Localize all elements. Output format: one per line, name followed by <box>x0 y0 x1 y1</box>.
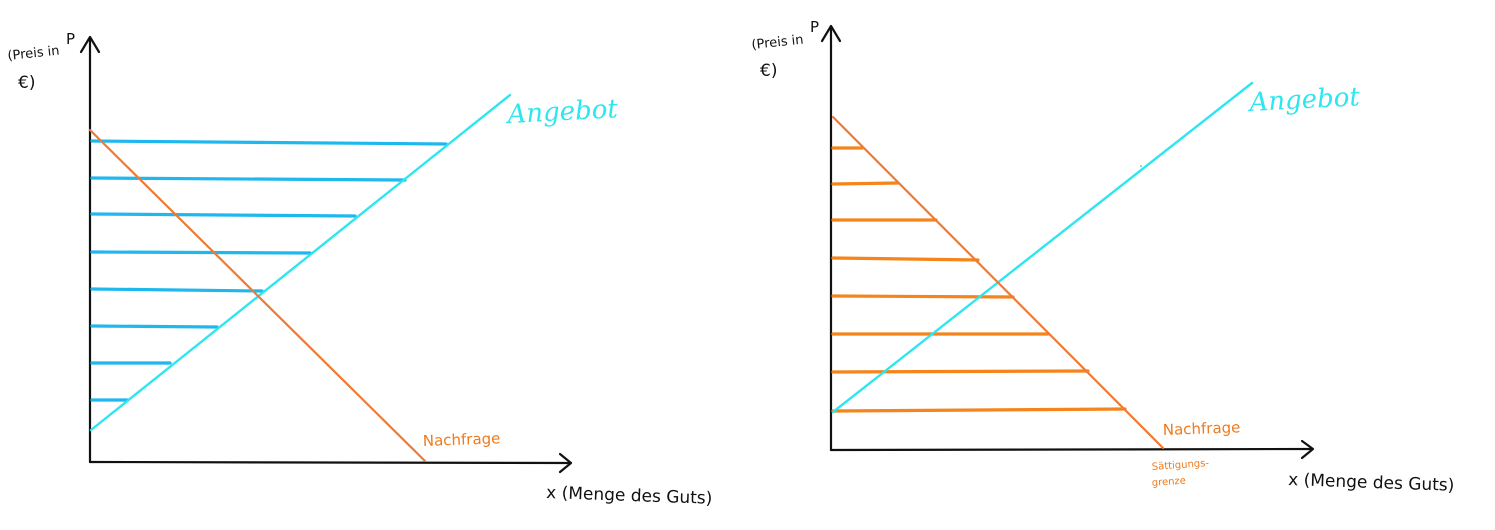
x-axis-label-left: x (Menge des Guts) <box>546 483 713 509</box>
hatch-line <box>90 176 407 182</box>
x-axis-label-right: x (Menge des Guts) <box>1288 470 1455 496</box>
y-axis-label-right-line2: €) <box>760 61 777 81</box>
y-axis-arrowhead-left <box>79 35 101 54</box>
supply-curve-right <box>831 81 1254 414</box>
supply-curve-left <box>89 93 512 432</box>
hatch-line <box>831 256 980 262</box>
demand-curve-right <box>831 115 1165 450</box>
x-axis-right <box>829 447 1314 452</box>
hatch-line <box>831 294 1015 299</box>
hatch-line <box>90 212 357 218</box>
y-axis-arrowhead-right <box>820 24 842 43</box>
y-axis-label-left-line1: (Preis in <box>7 44 60 64</box>
stray-dot <box>1140 165 1142 167</box>
hatch-line <box>90 250 312 255</box>
demand-curve-left <box>88 128 427 463</box>
saturation-label-line1: Sättigungs- <box>1151 458 1209 473</box>
hatch-line <box>90 287 264 293</box>
hatch-line <box>831 369 1090 374</box>
hatch-area-right <box>831 146 1127 413</box>
x-axis-arrowhead-right <box>1300 439 1315 460</box>
y-axis-symbol-right: P <box>810 18 819 36</box>
y-axis-label-right-line1: (Preis in <box>751 33 804 53</box>
x-axis-left <box>88 460 572 465</box>
hatch-line <box>90 139 448 146</box>
supply-label-left: Angebot <box>505 94 619 130</box>
demand-label-left: Nachfrage <box>423 429 501 450</box>
hatch-area-left <box>90 139 448 402</box>
y-axis-symbol-left: P <box>66 30 75 48</box>
hatch-line <box>90 324 219 329</box>
demand-label-right: Nachfrage <box>1163 418 1241 439</box>
diagram-left: P (Preis in €) x (Menge des Guts) Angebo… <box>7 30 713 509</box>
saturation-label-line2: grenze <box>1151 476 1186 489</box>
hatch-line <box>831 407 1127 413</box>
supply-label-right: Angebot <box>1247 82 1361 118</box>
diagram-right: P (Preis in €) x (Menge des Guts) Angebo… <box>751 18 1455 496</box>
hatch-line <box>831 181 900 186</box>
x-axis-arrowhead-left <box>558 452 573 474</box>
y-axis-label-left-line2: €) <box>18 73 35 93</box>
